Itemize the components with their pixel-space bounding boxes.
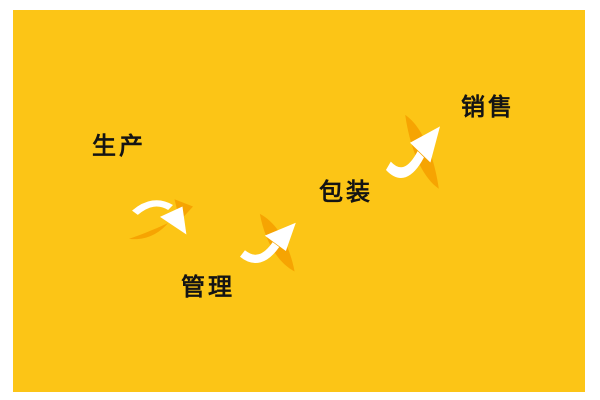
stage-label-packaging: 包装 <box>319 178 373 206</box>
stage-label-sales: 销售 <box>461 93 515 121</box>
stage-label-management: 管理 <box>181 273 235 301</box>
curved-arrow-down-right-icon <box>128 199 193 240</box>
curved-arrow-up-right-icon <box>386 114 440 189</box>
curved-arrow-up-right-icon <box>240 213 296 272</box>
stage-label-production: 生产 <box>92 132 146 160</box>
slide-background-panel <box>13 10 585 392</box>
